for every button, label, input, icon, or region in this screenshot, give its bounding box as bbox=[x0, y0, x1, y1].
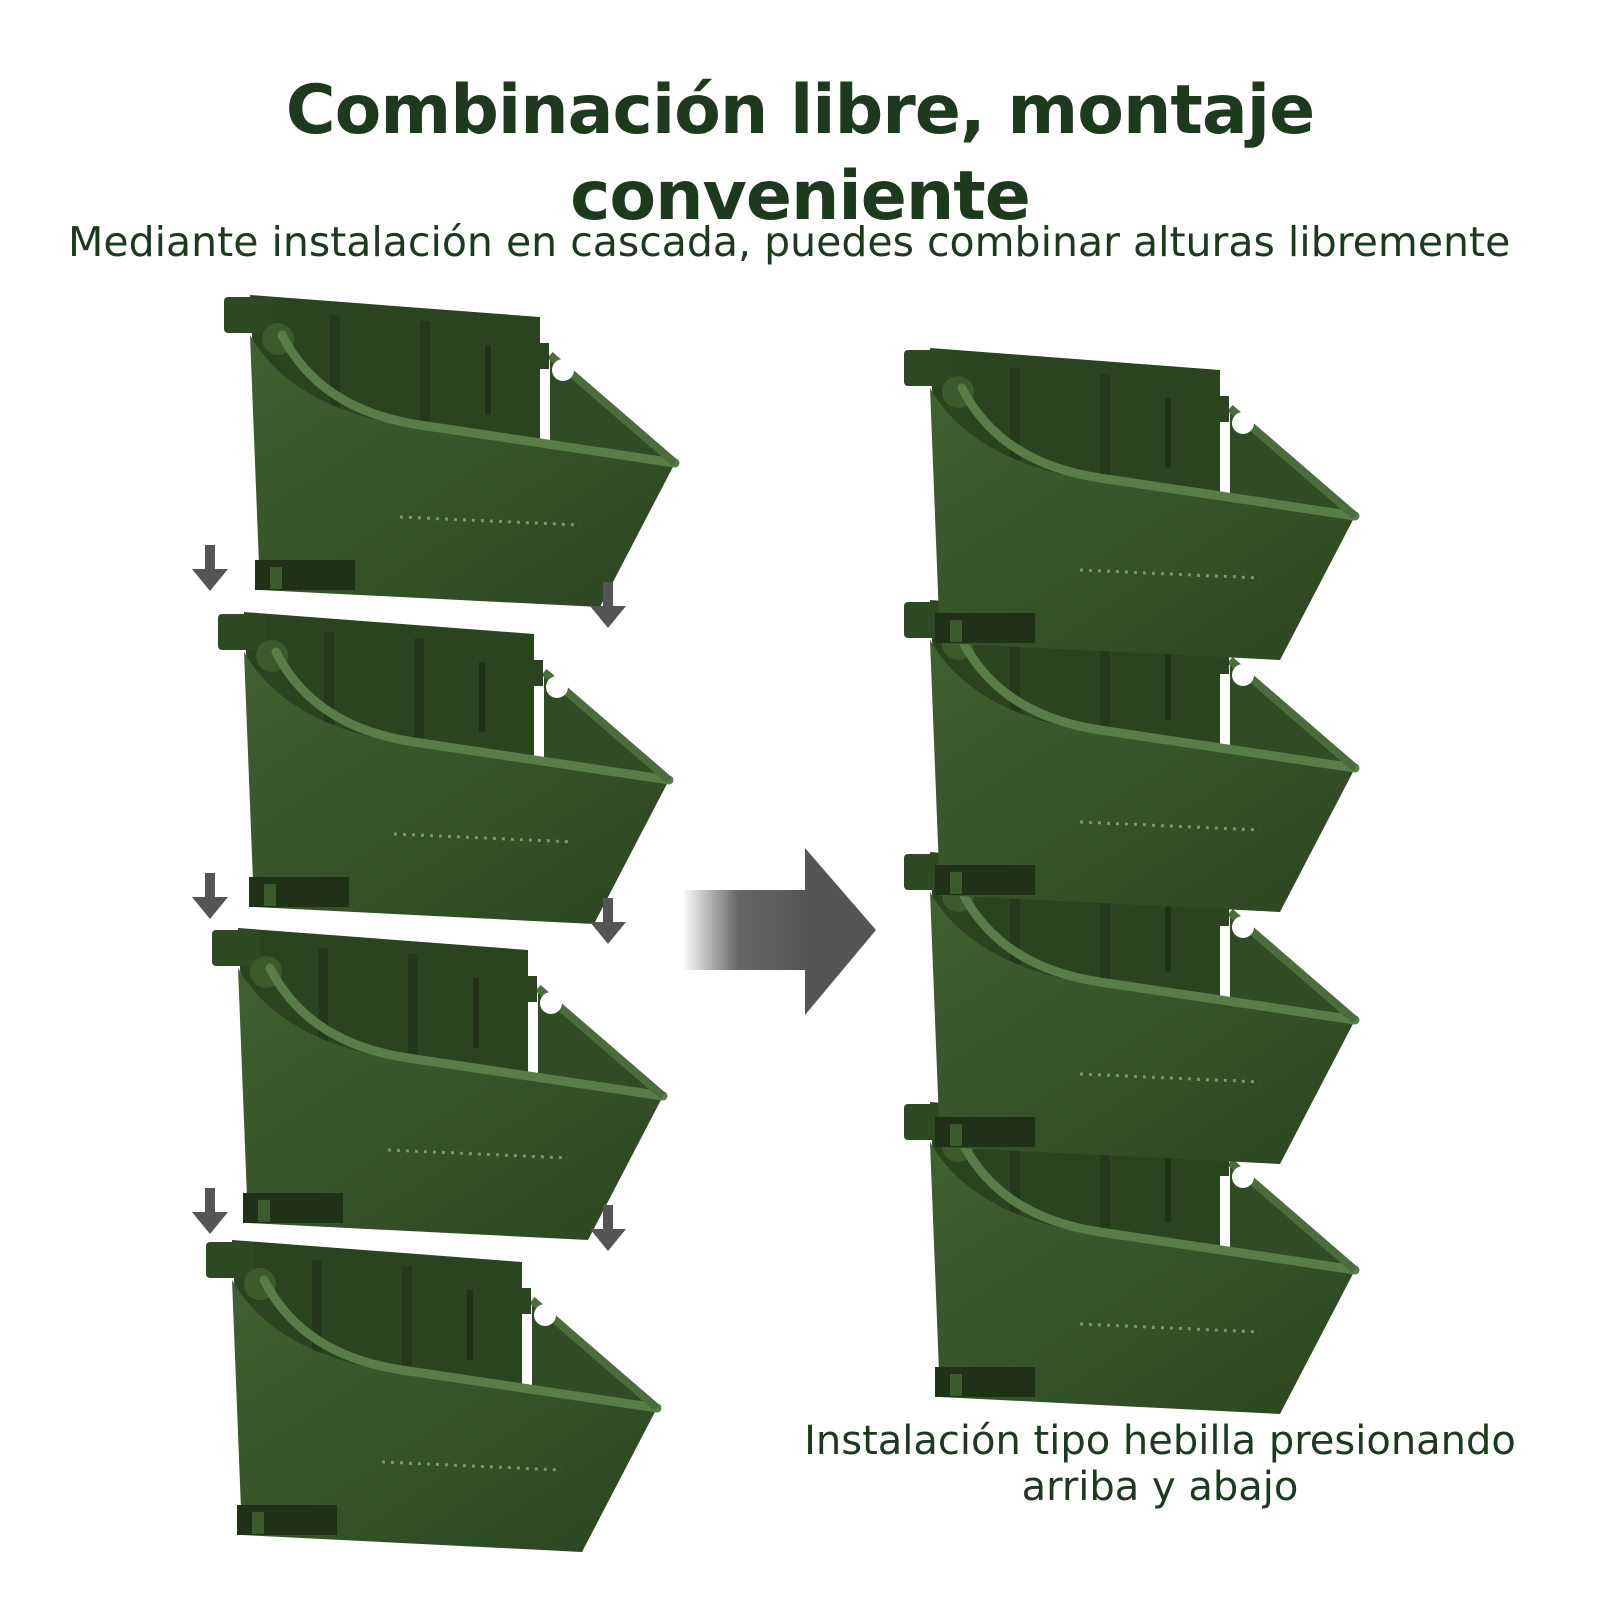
pot-left-4 bbox=[206, 1240, 657, 1552]
headline: Combinación libre, montaje conveniente bbox=[0, 68, 1600, 240]
caption-line-1: Instalación tipo hebilla presionando bbox=[804, 1418, 1516, 1464]
right-stack bbox=[904, 348, 1355, 1414]
caption: Instalación tipo hebilla presionando arr… bbox=[760, 1418, 1560, 1510]
down-arrow-icon bbox=[192, 873, 228, 919]
pot-left-1 bbox=[224, 295, 675, 607]
caption-line-2: arriba y abajo bbox=[1021, 1464, 1299, 1510]
pot-left-2 bbox=[218, 612, 669, 924]
headline-line-2: conveniente bbox=[570, 156, 1031, 236]
right-arrow-icon bbox=[682, 848, 876, 1015]
pot-right-1 bbox=[904, 348, 1355, 660]
pot-left-3 bbox=[212, 928, 663, 1240]
down-arrow-icon bbox=[192, 545, 228, 591]
down-arrow-icon bbox=[192, 1188, 228, 1234]
subtitle: Mediante instalación en cascada, puedes … bbox=[68, 218, 1511, 266]
headline-line-1: Combinación libre, montaje bbox=[285, 70, 1315, 150]
